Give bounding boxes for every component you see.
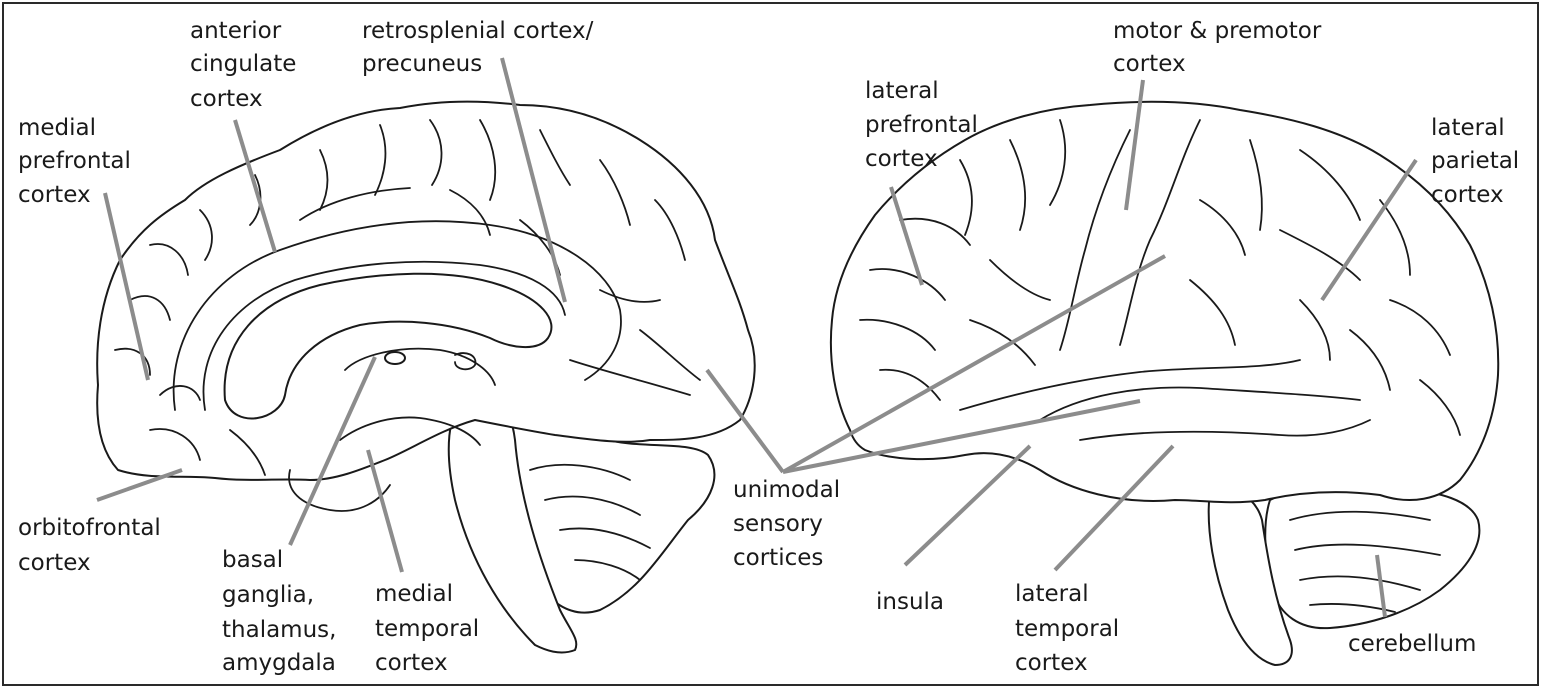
leader-anterior-cingulate bbox=[233, 119, 277, 253]
leader-unimodal-medial bbox=[705, 368, 785, 474]
medial-brain-view bbox=[96, 100, 756, 654]
label-lateral-prefrontal: lateral prefrontal cortex bbox=[865, 78, 985, 172]
corpus-callosum bbox=[223, 272, 553, 420]
lateral-brain-view bbox=[829, 100, 1500, 666]
lateral-brainstem bbox=[1207, 488, 1293, 666]
leader-cerebellum bbox=[1375, 554, 1387, 618]
label-orbitofrontal: orbitofrontal cortex bbox=[18, 515, 168, 576]
label-cerebellum: cerebellum bbox=[1348, 631, 1476, 657]
leader-lateral-parietal bbox=[1320, 158, 1418, 302]
label-motor: motor & premotor cortex bbox=[1113, 18, 1329, 77]
label-lateral-parietal: lateral parietal cortex bbox=[1431, 115, 1527, 208]
label-unimodal: unimodal sensory cortices bbox=[733, 477, 847, 571]
leader-medial-temporal bbox=[366, 449, 404, 573]
label-basal-ganglia: basal ganglia, thalamus, amygdala bbox=[222, 547, 344, 676]
leader-unimodal-temporal bbox=[782, 399, 1141, 474]
leader-motor bbox=[1124, 79, 1145, 211]
label-medial-prefrontal: medial prefrontal cortex bbox=[18, 115, 138, 208]
central-sulcus bbox=[1119, 119, 1201, 346]
label-anterior-cingulate: anterior cingulate cortex bbox=[190, 18, 304, 112]
medial-temporal-contour bbox=[288, 469, 391, 512]
label-retrosplenial: retrosplenial cortex/ precuneus bbox=[362, 18, 601, 77]
lateral-sulci bbox=[859, 119, 1461, 436]
sylvian-fissure bbox=[959, 359, 1301, 411]
hippocampus-contour bbox=[339, 416, 481, 446]
lateral-cerebrum-outline bbox=[829, 100, 1500, 504]
leader-orbitofrontal bbox=[96, 468, 183, 502]
labels: anterior cingulate cortex retrosplenial … bbox=[18, 18, 1527, 676]
leader-medial-prefrontal bbox=[103, 192, 150, 381]
leader-retrosplenial bbox=[500, 57, 567, 303]
medial-cerebellum-folia bbox=[529, 463, 651, 581]
leader-unimodal-parietal bbox=[782, 254, 1166, 474]
leader-lateral-prefrontal bbox=[889, 186, 924, 286]
label-medial-temporal: medial temporal cortex bbox=[375, 581, 487, 676]
hypothalamus-contour bbox=[454, 352, 477, 371]
medial-brainstem bbox=[447, 388, 578, 654]
cingulate-gyrus-inner bbox=[202, 260, 566, 411]
thalamus-contour bbox=[344, 347, 496, 386]
label-lateral-temporal: lateral temporal cortex bbox=[1015, 581, 1127, 676]
leader-basal-ganglia bbox=[288, 356, 377, 546]
cingulate-gyrus-outer bbox=[172, 220, 622, 411]
temporal-lobe-contour bbox=[1039, 386, 1361, 421]
precentral-sulcus bbox=[1059, 129, 1131, 351]
label-insula: insula bbox=[876, 589, 944, 615]
leader-lines bbox=[96, 57, 1418, 618]
leader-lateral-temporal bbox=[1053, 444, 1175, 572]
lateral-cerebellum-folia bbox=[1289, 510, 1441, 613]
superior-temporal-sulcus bbox=[1079, 419, 1371, 441]
interthalamic-adhesion bbox=[384, 351, 406, 365]
leader-insula bbox=[903, 444, 1032, 567]
